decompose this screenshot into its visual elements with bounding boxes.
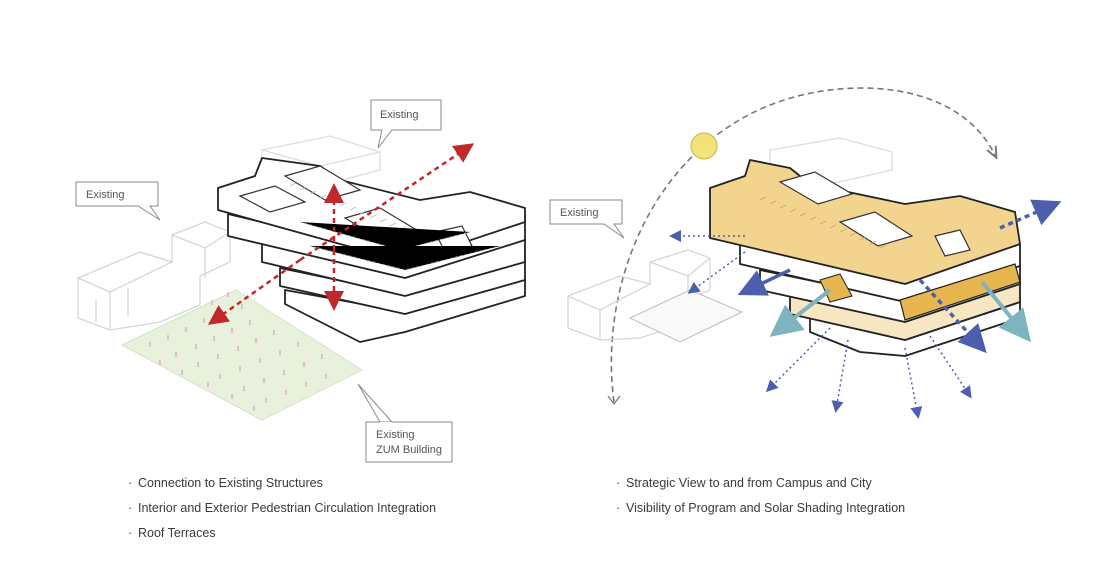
bullet-item: ·Visibility of Program and Solar Shading… xyxy=(616,501,906,515)
bullet-text: Strategic View to and from Campus and Ci… xyxy=(626,476,872,490)
view-arrow-dotted-down-3 xyxy=(904,347,923,419)
shading-arrow-right xyxy=(980,280,1032,343)
right-building-stack xyxy=(709,159,1021,357)
callout-existing-right-label: Existing xyxy=(560,207,599,219)
bullet-text: Roof Terraces xyxy=(138,526,216,540)
bullet-item: ·Connection to Existing Structures xyxy=(128,476,323,490)
sun-icon xyxy=(690,132,718,160)
view-arrow-bottom-right xyxy=(918,278,987,354)
shading-arrow-left xyxy=(769,288,832,337)
bullet-item: ·Strategic View to and from Campus and C… xyxy=(616,476,872,490)
callout-existing-left-label: Existing xyxy=(86,189,125,201)
bullet-text: Interior and Exterior Pedestrian Circula… xyxy=(138,501,437,515)
right-rooftop-volumes xyxy=(778,171,971,257)
existing-building-left-outline xyxy=(77,221,231,331)
terrace-greenery xyxy=(299,221,501,271)
callout-existing-zum: Existing ZUM Building xyxy=(357,383,453,463)
sun-path-start-tick xyxy=(607,395,621,405)
view-arrow-dotted-down-2 xyxy=(831,339,849,413)
callout-existing-zum-label-1: Existing xyxy=(376,429,415,441)
callout-existing-top: Existing xyxy=(370,99,442,149)
circulation-arrow-diagonal-up xyxy=(299,143,475,262)
bullet-item: ·Roof Terraces xyxy=(128,526,216,540)
existing-plaza-outline-right xyxy=(628,289,744,343)
right-bullet-list: ·Strategic View to and from Campus and C… xyxy=(616,475,905,525)
shaded-program-volume xyxy=(899,263,1021,321)
bullet-text: Connection to Existing Structures xyxy=(138,476,323,490)
sun-path-arc xyxy=(610,87,995,403)
zum-plaza xyxy=(120,289,364,421)
callout-existing-top-label: Existing xyxy=(380,109,419,121)
bullet-text: Visibility of Program and Solar Shading … xyxy=(626,501,906,515)
bullet-item: ·Interior and Exterior Pedestrian Circul… xyxy=(128,501,437,515)
view-arrow-top-right xyxy=(999,199,1062,230)
view-arrow-dotted-left-mid xyxy=(687,251,746,294)
callout-existing-zum-label-2: ZUM Building xyxy=(376,444,442,456)
view-arrow-dotted-down-4 xyxy=(929,335,972,399)
callout-existing-right: Existing xyxy=(549,199,625,239)
view-arrow-left xyxy=(737,268,791,296)
right-roof-texture xyxy=(759,196,887,249)
callout-existing-left: Existing xyxy=(75,181,161,221)
view-arrow-dotted-down-1 xyxy=(765,327,831,393)
left-diagram: Existing Existing Existing ZUM Building xyxy=(75,99,526,463)
right-diagram: Existing xyxy=(549,87,1062,419)
left-bullet-list: ·Connection to Existing Structures ·Inte… xyxy=(128,475,436,550)
